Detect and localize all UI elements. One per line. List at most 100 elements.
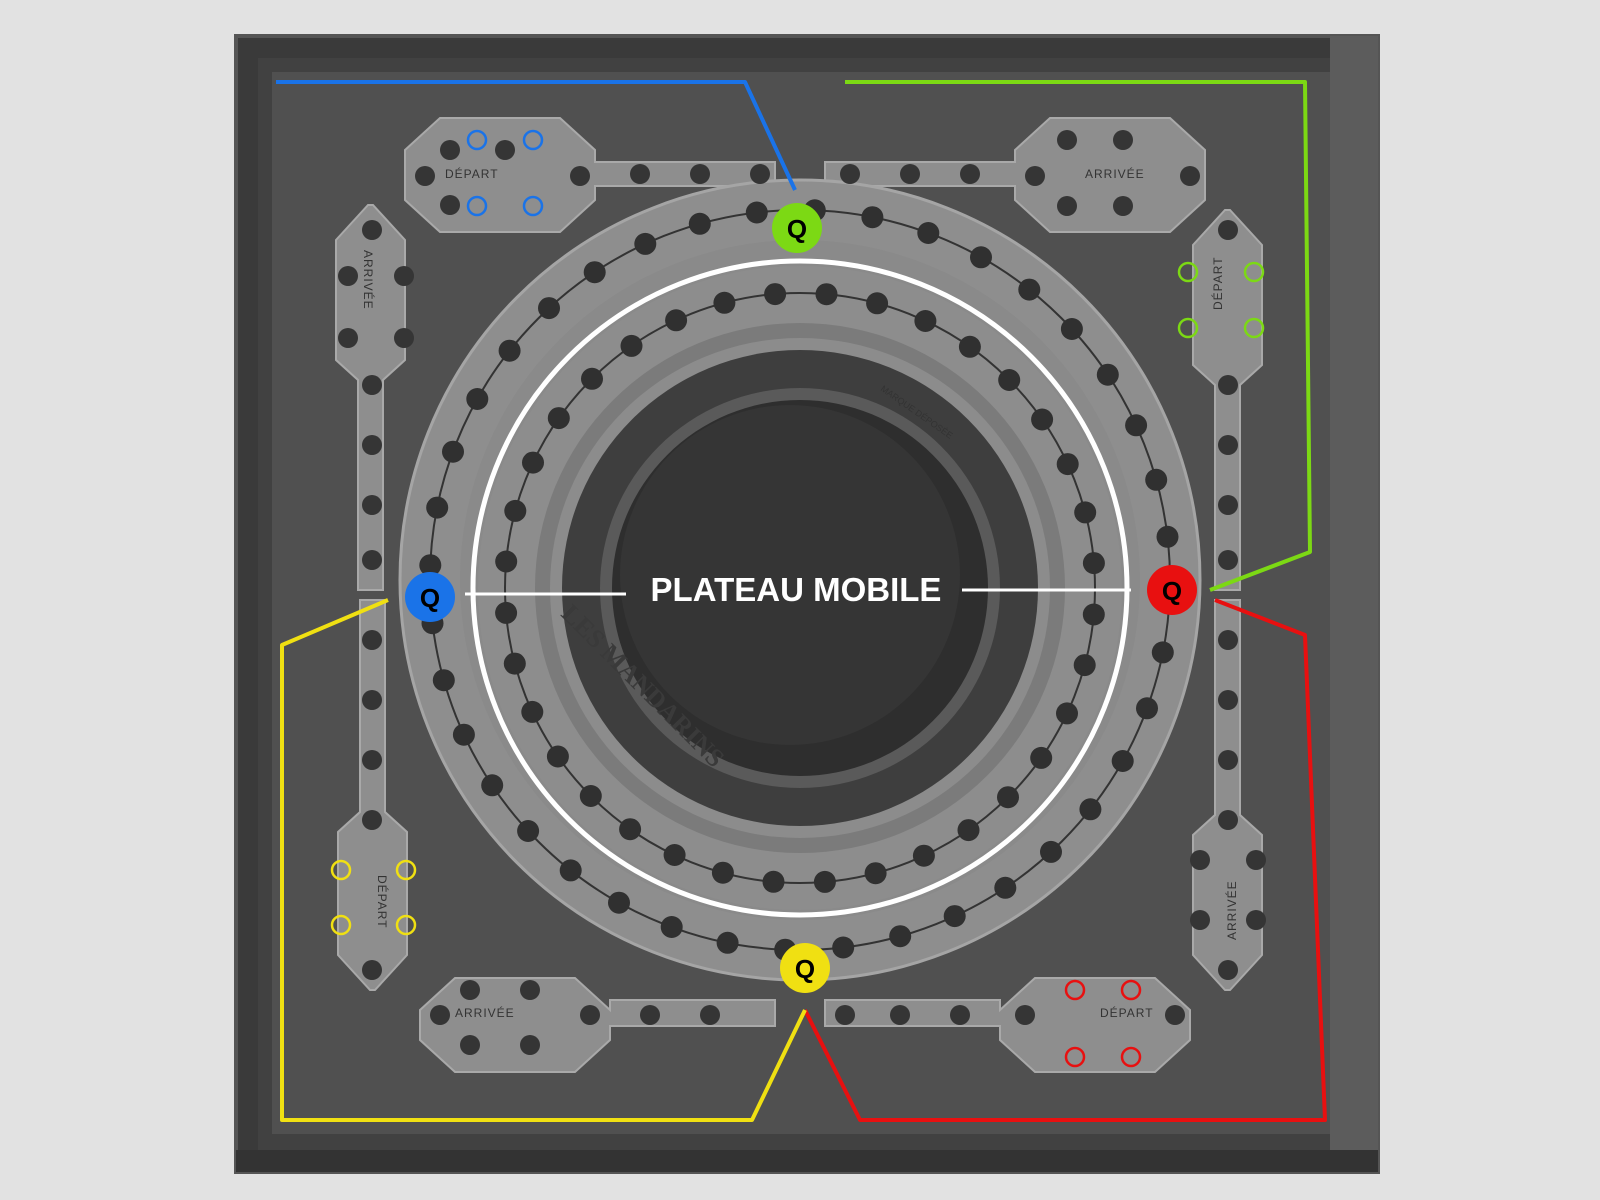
arm-hole <box>1218 435 1238 455</box>
inner-ring-holes <box>495 283 1105 893</box>
track-hole <box>559 859 582 882</box>
arm-hole <box>630 164 650 184</box>
track-hole <box>1111 750 1134 772</box>
arm-hole <box>495 140 515 160</box>
arm-label-top-right: ARRIVÉE <box>1085 166 1145 181</box>
track-hole <box>660 916 683 938</box>
home-holes <box>330 129 1265 1068</box>
track-hole <box>1056 453 1079 476</box>
track-hole <box>912 844 935 867</box>
arm-hole <box>1218 550 1238 570</box>
green-home-hole <box>1243 317 1265 339</box>
track-hole <box>522 451 544 474</box>
track-hole <box>452 723 475 746</box>
track-hole <box>917 222 940 244</box>
arm-hole <box>362 375 382 395</box>
track-hole <box>1136 697 1158 720</box>
track-hole <box>745 201 768 224</box>
track-hole <box>713 291 736 314</box>
red-token-disc <box>1147 565 1197 615</box>
blue-q-token[interactable]: Q <box>405 572 455 622</box>
green-token-disc <box>772 203 822 253</box>
track-hole <box>1073 654 1096 677</box>
center-callout: PLATEAU MOBILE <box>465 571 1131 608</box>
arm-hole <box>960 164 980 184</box>
arm-label-left-bottom: DÉPART <box>375 875 390 929</box>
blue-home-hole <box>522 129 544 151</box>
track-hole <box>1056 702 1078 725</box>
arm-label-right-bottom: ARRIVÉE <box>1224 880 1239 940</box>
arm-track-holes <box>338 130 1266 1055</box>
arm-hole <box>394 266 414 286</box>
track-hole <box>889 925 912 948</box>
arm-hole <box>362 750 382 770</box>
track-hole <box>1031 408 1054 431</box>
arm-hole <box>440 140 460 160</box>
track-hole <box>1125 414 1148 437</box>
track-hole <box>419 554 442 577</box>
green-q-token[interactable]: Q <box>772 203 822 253</box>
track-hole <box>665 309 688 332</box>
track-hole <box>861 206 884 229</box>
track-hole <box>521 700 544 723</box>
plateau-mobile-label: PLATEAU MOBILE <box>651 571 942 608</box>
yellow-token-label: Q <box>795 954 815 984</box>
track-hole <box>943 905 966 928</box>
track-hole <box>579 785 602 807</box>
arm-hole <box>362 495 382 515</box>
arm-hole <box>1218 495 1238 515</box>
blue-token-disc <box>405 572 455 622</box>
track-hole <box>1096 363 1119 386</box>
blue-home-hole <box>466 129 488 151</box>
track-hole <box>498 339 521 362</box>
yellow-zone-outline <box>280 598 807 1122</box>
arm-hole <box>1165 1005 1185 1025</box>
yellow-home-hole <box>330 859 352 881</box>
track-hole <box>994 876 1017 899</box>
arm-hole <box>362 690 382 710</box>
blue-zone-outline <box>276 80 797 191</box>
arm-hole <box>570 166 590 186</box>
track-hole <box>426 496 449 519</box>
arm-hole <box>1218 960 1238 980</box>
yellow-q-token[interactable]: Q <box>780 943 830 993</box>
track-hole <box>958 335 981 358</box>
zone-outlines <box>276 80 1327 1122</box>
track-hole <box>608 891 630 914</box>
track-hole <box>495 550 518 573</box>
arm-hole <box>700 1005 720 1025</box>
arm-hole <box>440 195 460 215</box>
track-hole <box>504 499 527 522</box>
arm-hole <box>1246 910 1266 930</box>
red-q-token[interactable]: Q <box>1147 565 1197 615</box>
yellow-token-disc <box>780 943 830 993</box>
arm-hole <box>1057 196 1077 216</box>
track-hole <box>1040 840 1062 863</box>
track-hole <box>442 440 464 463</box>
track-hole <box>620 334 643 357</box>
track-hole <box>1151 641 1174 664</box>
arm-hole <box>1190 910 1210 930</box>
arm-hole <box>1218 690 1238 710</box>
blue-home-hole <box>466 195 488 217</box>
track-hole <box>866 292 889 315</box>
arm-hole <box>362 435 382 455</box>
track-hole <box>1018 278 1041 301</box>
arm-hole <box>520 980 540 1000</box>
red-zone-outline <box>803 598 1327 1122</box>
arm-hole <box>835 1005 855 1025</box>
arm-hole <box>690 164 710 184</box>
track-hole <box>957 819 980 842</box>
track-hole <box>1079 798 1102 821</box>
track-hole <box>1082 552 1105 575</box>
arm-hole <box>640 1005 660 1025</box>
green-zone-outline <box>845 80 1312 592</box>
yellow-home-hole <box>395 859 417 881</box>
arm-tracks <box>335 117 1263 1073</box>
inner-ring <box>478 266 1122 910</box>
track-hole <box>711 861 734 884</box>
arm-label-bottom-right: DÉPART <box>1100 1005 1154 1020</box>
green-home-hole <box>1243 261 1265 283</box>
arm-hole <box>338 328 358 348</box>
arm-hole <box>900 164 920 184</box>
